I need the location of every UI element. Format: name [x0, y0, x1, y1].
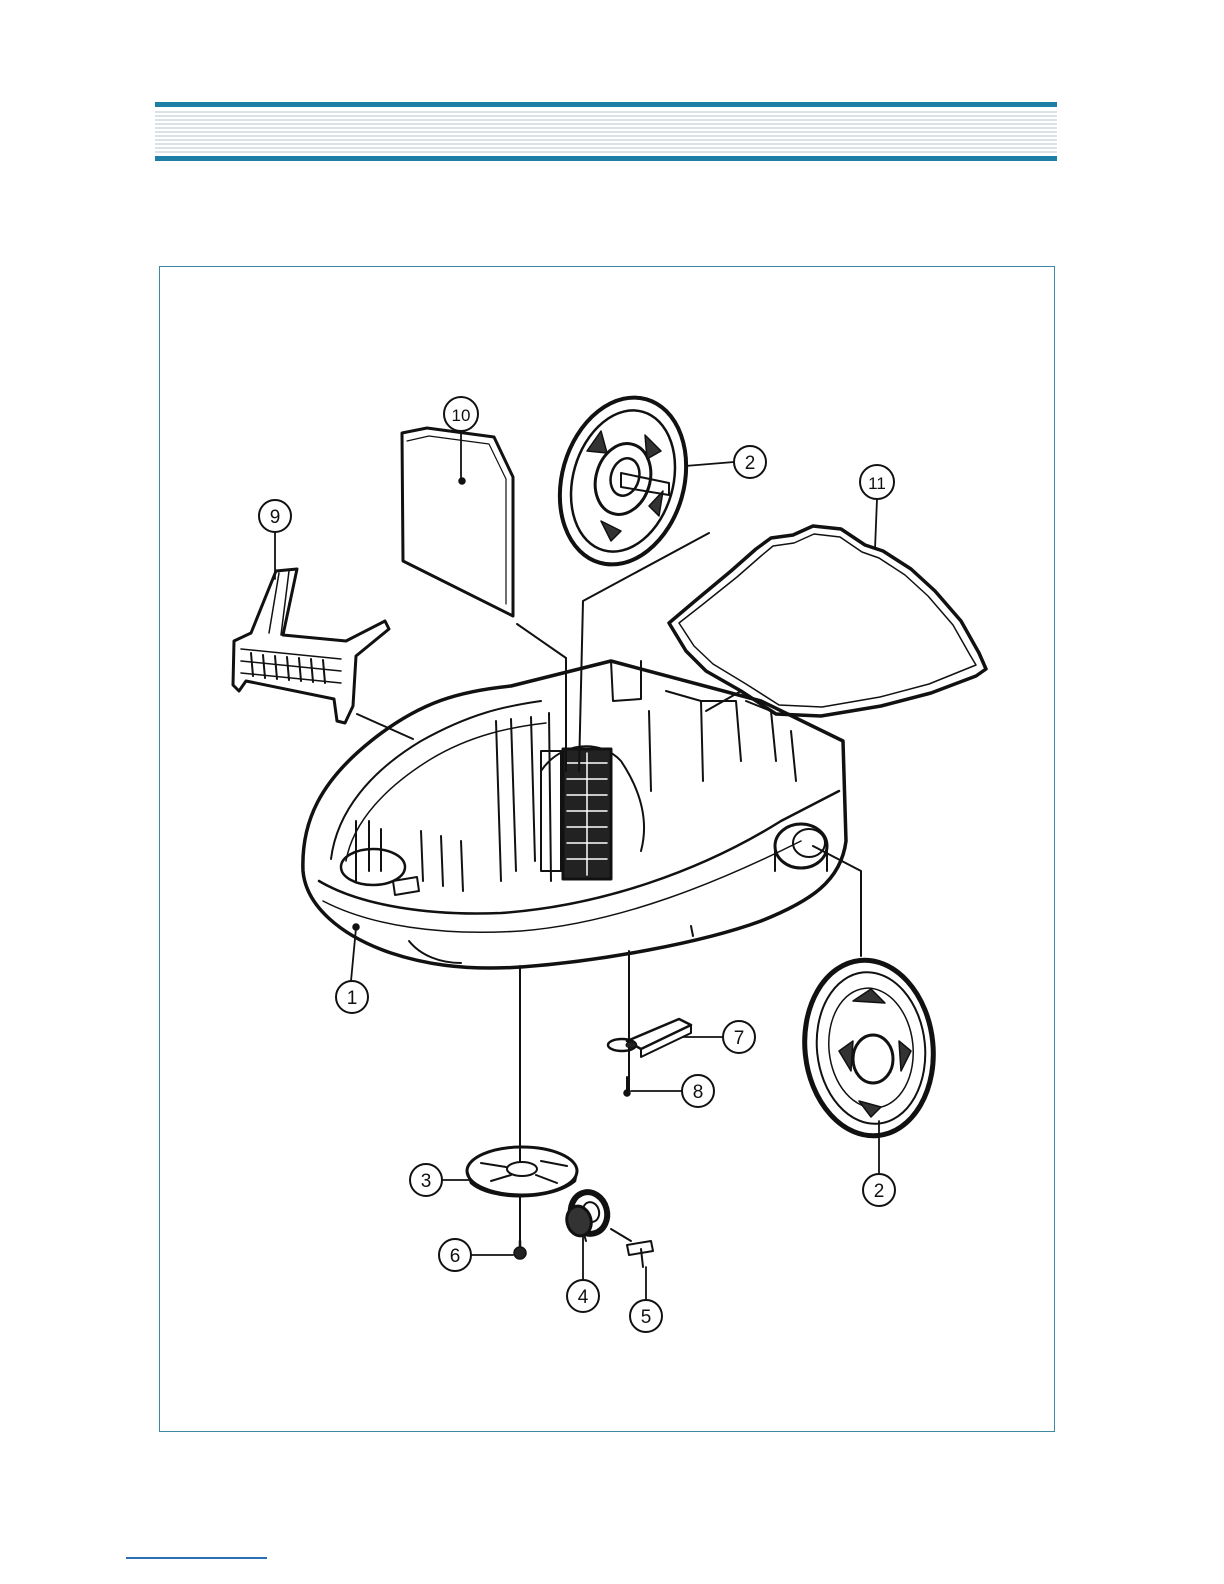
callout-9: 9 — [259, 500, 291, 532]
header-bottom-rule — [155, 156, 1057, 161]
callout-number: 5 — [641, 1307, 652, 1328]
callout-8: 8 — [682, 1075, 714, 1107]
header-pinstripes — [155, 112, 1057, 152]
callout-5: 5 — [630, 1300, 662, 1332]
callout-2-lower: 2 — [863, 1174, 895, 1206]
callout-number: 8 — [693, 1082, 704, 1103]
part-caster-housing — [467, 1147, 577, 1196]
part-axle-pin — [627, 1241, 653, 1267]
callout-number: 1 — [347, 988, 358, 1009]
part-wheel-upper — [541, 382, 705, 579]
callout-7: 7 — [723, 1021, 755, 1053]
callout-number: 3 — [421, 1171, 432, 1192]
callout-3: 3 — [410, 1164, 442, 1196]
callout-number: 10 — [452, 406, 471, 425]
callout-number: 2 — [745, 453, 756, 474]
part-lever — [608, 1019, 691, 1057]
callout-number: 9 — [270, 507, 281, 528]
part-filter-plate — [402, 428, 513, 616]
header-band — [155, 102, 1057, 162]
callout-10: 10 — [444, 397, 478, 431]
callout-2-upper: 2 — [734, 446, 766, 478]
header-top-rule — [155, 102, 1057, 107]
footer-rule — [126, 1557, 267, 1559]
part-screw — [514, 1241, 526, 1259]
callout-4: 4 — [567, 1280, 599, 1312]
part-wheel-lower — [796, 954, 942, 1142]
callout-number: 2 — [874, 1181, 885, 1202]
exploded-view-frame: 1 2 2 3 4 5 6 — [159, 266, 1055, 1432]
part-caster-wheel — [564, 1188, 612, 1239]
callout-number: 7 — [734, 1028, 745, 1049]
leader-lines — [357, 533, 861, 1241]
exploded-view-diagram: 1 2 2 3 4 5 6 — [160, 267, 1054, 1431]
callout-11: 11 — [860, 465, 894, 499]
callout-number: 6 — [450, 1246, 461, 1267]
callout-number: 11 — [868, 474, 886, 493]
callout-6: 6 — [439, 1239, 471, 1271]
callout-1: 1 — [336, 981, 368, 1013]
header-rules — [155, 102, 1057, 162]
callout-number: 4 — [578, 1287, 589, 1308]
part-bag-holder — [233, 569, 389, 723]
